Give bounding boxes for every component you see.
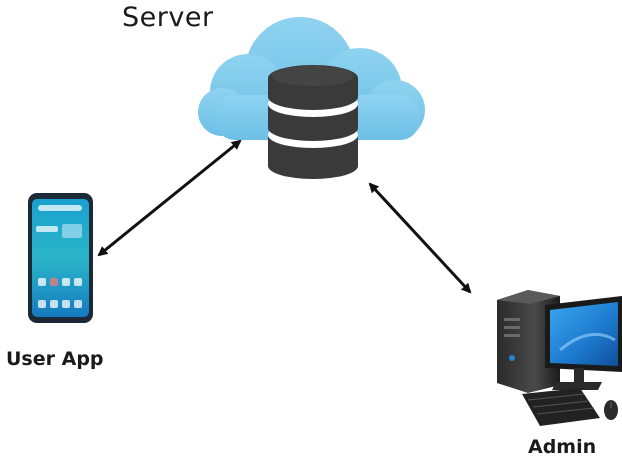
user-app-label: User App	[6, 348, 104, 370]
server-label: Server	[122, 2, 214, 33]
cloud-database-icon	[198, 17, 425, 179]
admin-label: Admin	[528, 436, 597, 458]
desktop-computer-icon	[497, 290, 622, 426]
smartphone-icon	[28, 193, 93, 323]
database-icon	[268, 65, 358, 179]
server-admin-arrow	[368, 182, 472, 294]
server-user-arrow	[97, 139, 242, 257]
